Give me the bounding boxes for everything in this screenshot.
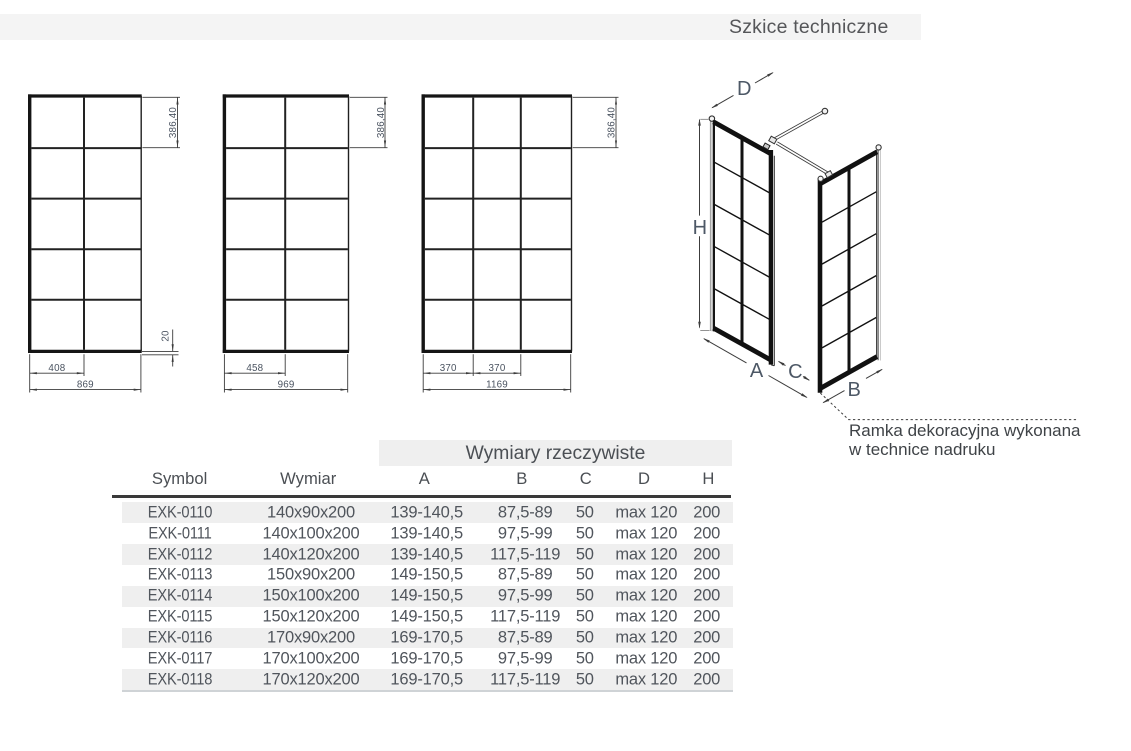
svg-text:408: 408 xyxy=(48,363,65,374)
svg-text:A: A xyxy=(750,360,764,382)
svg-text:C: C xyxy=(788,361,802,383)
svg-text:370: 370 xyxy=(440,363,457,374)
svg-text:386,40: 386,40 xyxy=(607,107,618,139)
svg-text:20: 20 xyxy=(161,330,172,342)
svg-text:869: 869 xyxy=(77,380,94,391)
svg-text:B: B xyxy=(848,379,861,401)
svg-text:386,40: 386,40 xyxy=(376,107,387,139)
svg-text:1169: 1169 xyxy=(486,380,508,391)
svg-text:969: 969 xyxy=(278,380,295,391)
svg-text:H: H xyxy=(693,217,707,239)
svg-text:386,40: 386,40 xyxy=(168,107,179,139)
svg-text:458: 458 xyxy=(246,363,263,374)
svg-text:370: 370 xyxy=(489,363,506,374)
svg-text:D: D xyxy=(737,78,751,100)
